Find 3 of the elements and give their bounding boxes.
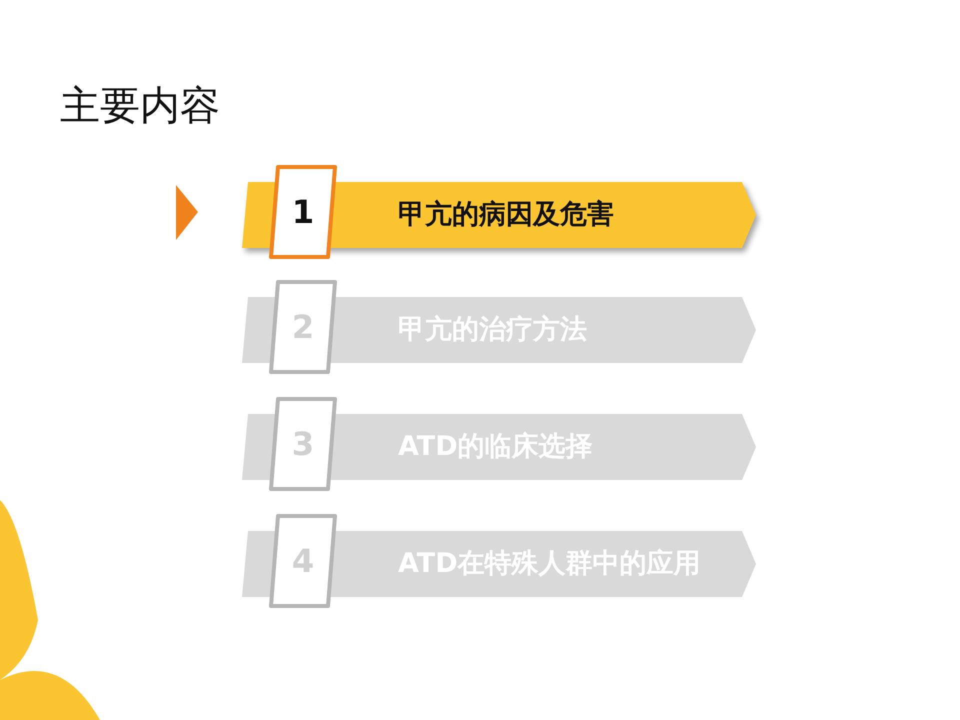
slide-title: 主要内容 xyxy=(60,82,220,131)
number-badge: 1 xyxy=(268,164,338,260)
agenda-item-text: 甲亢的病因及危害 xyxy=(398,198,615,232)
